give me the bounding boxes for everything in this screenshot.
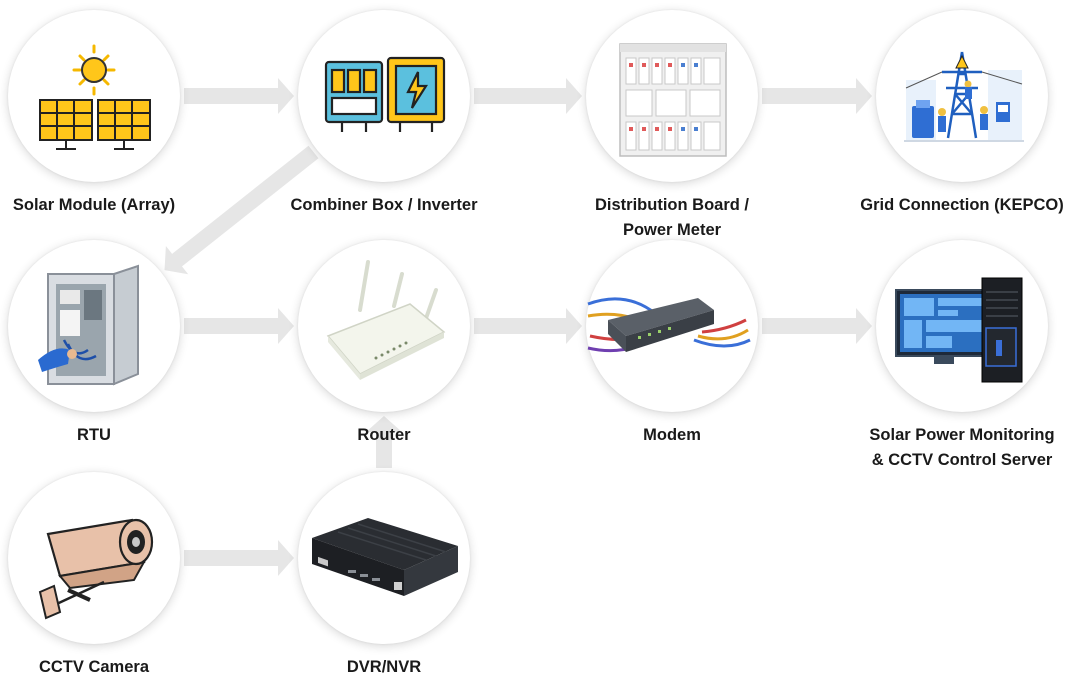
monitoring-server-icon — [876, 240, 1048, 412]
node-label: RTU — [77, 426, 111, 444]
node-label: Solar Module (Array) — [12, 196, 176, 214]
node-label: Modem — [643, 426, 701, 444]
arrow-modem-to-server — [762, 308, 872, 344]
power-grid-icon — [876, 10, 1048, 182]
arrow-solar-module-to-combiner-box — [184, 78, 294, 114]
combiner-inverter-icon — [298, 10, 470, 182]
arrow-cctv-to-dvr — [184, 540, 294, 576]
node-label: CCTV Camera — [38, 658, 150, 676]
solar-panel-icon — [8, 10, 180, 182]
distribution-board-icon — [586, 10, 758, 182]
cctv-camera-icon — [8, 472, 180, 644]
arrow-distribution-board-to-grid-connection — [762, 78, 872, 114]
node-label: Distribution Board / Power Meter — [595, 196, 749, 239]
network-switch-icon — [586, 240, 758, 412]
arrow-dvr-to-router — [366, 416, 402, 468]
node-label: Grid Connection (KEPCO) — [860, 196, 1064, 214]
arrow-rtu-to-router — [184, 308, 294, 344]
rtu-cabinet-icon — [8, 240, 180, 412]
node-label: Router — [357, 426, 411, 444]
node-label: Solar Power Monitoring & CCTV Control Se… — [869, 426, 1055, 469]
arrow-combiner-box-to-distribution-board — [474, 78, 582, 114]
dvr-nvr-icon — [298, 472, 470, 644]
arrow-router-to-modem — [474, 308, 582, 344]
wifi-router-icon — [298, 240, 470, 412]
arrow-combiner-box-to-rtu — [164, 145, 319, 275]
node-label: DVR/NVR — [346, 658, 422, 676]
node-label: Combiner Box / Inverter — [290, 196, 478, 214]
